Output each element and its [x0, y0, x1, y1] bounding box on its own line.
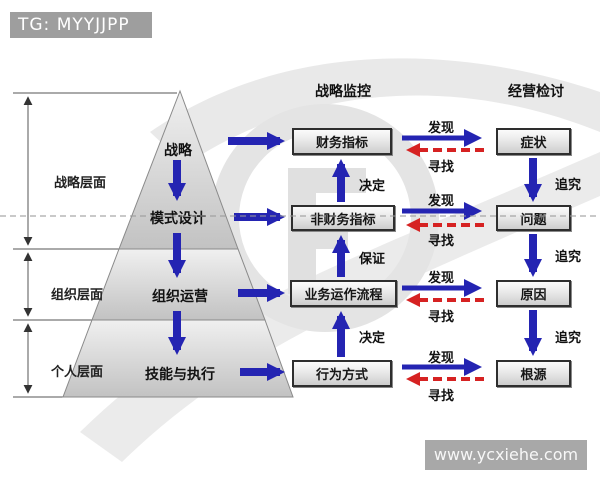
label-trace-2: 追究	[554, 250, 581, 265]
pyramid-section-bottom	[62, 319, 294, 398]
layer-label-organization: 组织层面	[50, 288, 103, 303]
box-cause: 原因	[496, 280, 571, 307]
pyramid-label-strategy: 战略	[164, 143, 192, 159]
row-link-arrows	[402, 129, 484, 386]
label-trace-3: 追究	[554, 331, 581, 346]
label-decide-2: 决定	[358, 331, 385, 346]
label-trace-1: 追究	[554, 178, 581, 193]
ruler	[13, 92, 177, 398]
layer-label-strategy: 战略层面	[53, 176, 106, 191]
watermark-url: www.ycxiehe.com	[425, 440, 587, 470]
pyramid-to-metric-arrows	[228, 132, 285, 381]
header-tag: TG: MYYJJPP	[10, 12, 152, 38]
label-seek-4: 寻找	[427, 389, 454, 404]
box-business-process: 业务运作流程	[290, 280, 397, 307]
box-problem: 问题	[496, 205, 571, 231]
box-symptom: 症状	[496, 128, 571, 155]
label-discover-2: 发现	[427, 194, 454, 209]
label-discover-4: 发现	[427, 351, 454, 366]
label-guarantee: 保证	[358, 252, 385, 267]
pyramid-label-skill: 技能与执行	[145, 367, 215, 383]
label-decide-1: 决定	[358, 179, 385, 194]
label-seek-2: 寻找	[427, 234, 454, 249]
box-financial-metrics: 财务指标	[292, 128, 392, 155]
pyramid	[62, 89, 294, 398]
label-seek-3: 寻找	[427, 310, 454, 325]
column-header-review: 经营检讨	[508, 84, 564, 100]
box-behavior: 行为方式	[292, 360, 392, 387]
column-header-monitor: 战略监控	[315, 84, 371, 100]
layer-label-personal: 个人层面	[50, 365, 103, 380]
box-root: 根源	[496, 360, 571, 387]
label-discover-3: 发现	[427, 271, 454, 286]
pyramid-label-operation: 组织运营	[152, 289, 208, 305]
label-discover-1: 发现	[427, 121, 454, 136]
label-seek-1: 寻找	[427, 160, 454, 175]
box-nonfinancial-metrics: 非财务指标	[291, 205, 395, 231]
pyramid-label-design: 模式设计	[150, 211, 206, 227]
